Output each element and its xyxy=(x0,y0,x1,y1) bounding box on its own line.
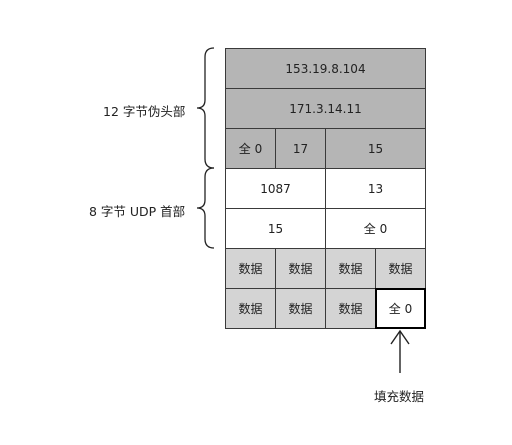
padding-cell: 全 0 xyxy=(375,288,426,329)
udp-header-brace xyxy=(196,167,215,249)
pseudo-header-brace xyxy=(196,47,215,169)
udp-header-label: 8 字节 UDP 首部 xyxy=(89,204,186,219)
data-cell: 数据 xyxy=(225,248,276,289)
source-ip-cell: 153.19.8.104 xyxy=(225,48,426,89)
zero-cell: 全 0 xyxy=(225,128,276,169)
udp-length-pseudo-cell: 15 xyxy=(325,128,426,169)
data-cell: 数据 xyxy=(375,248,426,289)
data-cell: 数据 xyxy=(275,248,326,289)
data-cell: 数据 xyxy=(225,288,276,329)
pseudo-header-label: 12 字节伪头部 xyxy=(103,104,186,119)
dest-port-cell: 13 xyxy=(325,168,426,209)
checksum-cell: 全 0 xyxy=(325,208,426,249)
data-cell: 数据 xyxy=(325,248,376,289)
padding-data-label: 填充数据 xyxy=(374,389,425,404)
padding-arrow-head xyxy=(390,329,410,345)
